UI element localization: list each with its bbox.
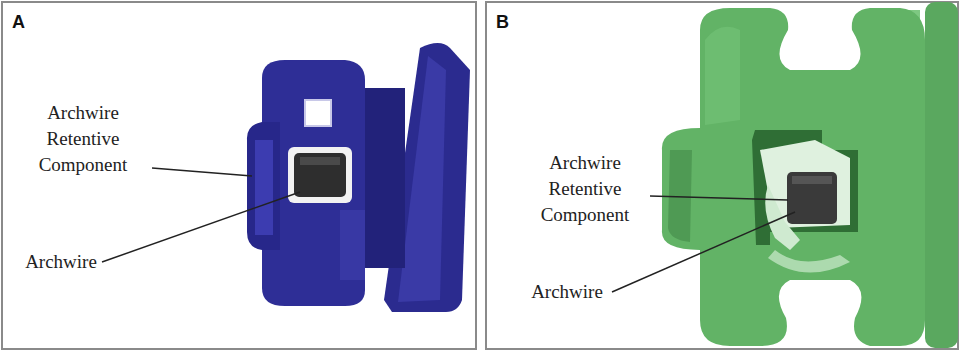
leader-line xyxy=(612,212,795,292)
leader-line xyxy=(650,196,788,200)
part-label: Archwire Retentive Component xyxy=(18,100,148,178)
leader-line xyxy=(152,168,252,176)
bracket-b xyxy=(662,2,958,348)
part-label: Archwire Retentive Component xyxy=(520,150,650,228)
leader-line xyxy=(102,192,300,262)
bracket-a xyxy=(247,43,470,312)
panel-letter: B xyxy=(496,12,536,32)
panel-frame xyxy=(486,2,958,349)
panel-frame xyxy=(2,2,476,349)
part-label: Archwire xyxy=(22,249,100,275)
panel-letter: A xyxy=(12,12,52,32)
part-label: Archwire xyxy=(526,279,608,305)
